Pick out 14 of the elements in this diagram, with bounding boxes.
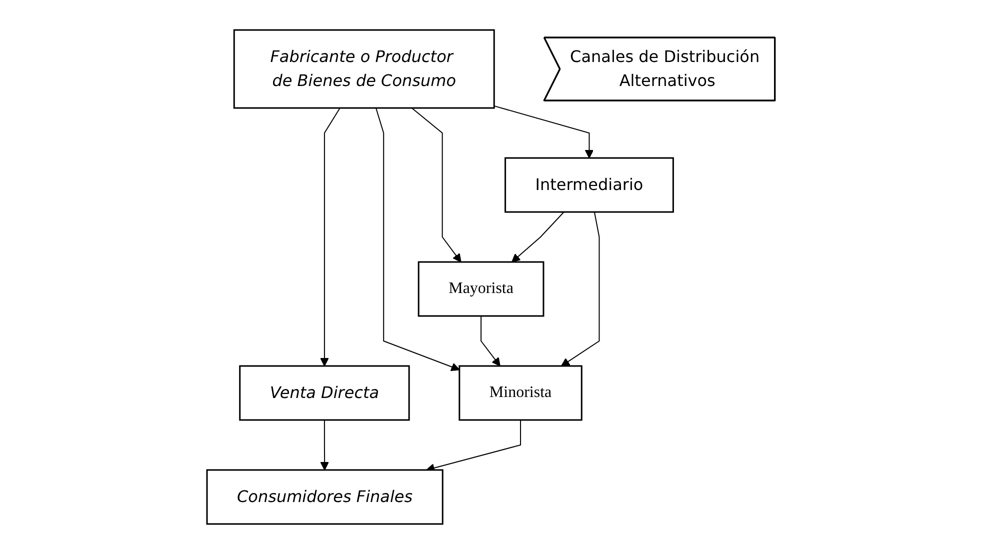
arrow (560, 211, 600, 366)
arrow (375, 107, 460, 371)
node-box: Fabricante o Productor de Bienes de Consumo (232, 28, 494, 108)
arrow (480, 315, 500, 366)
arrow (320, 419, 329, 470)
node-box: Consumidores Finales (206, 468, 443, 524)
arrow (493, 104, 594, 158)
arrow (410, 107, 461, 262)
node-box: Mayorista (417, 260, 544, 316)
node-box: Minorista (458, 364, 582, 420)
arrow (511, 211, 564, 262)
node-box: Intermediario (504, 156, 674, 212)
arrow (320, 107, 340, 366)
node-box: Venta Directa (238, 364, 410, 420)
